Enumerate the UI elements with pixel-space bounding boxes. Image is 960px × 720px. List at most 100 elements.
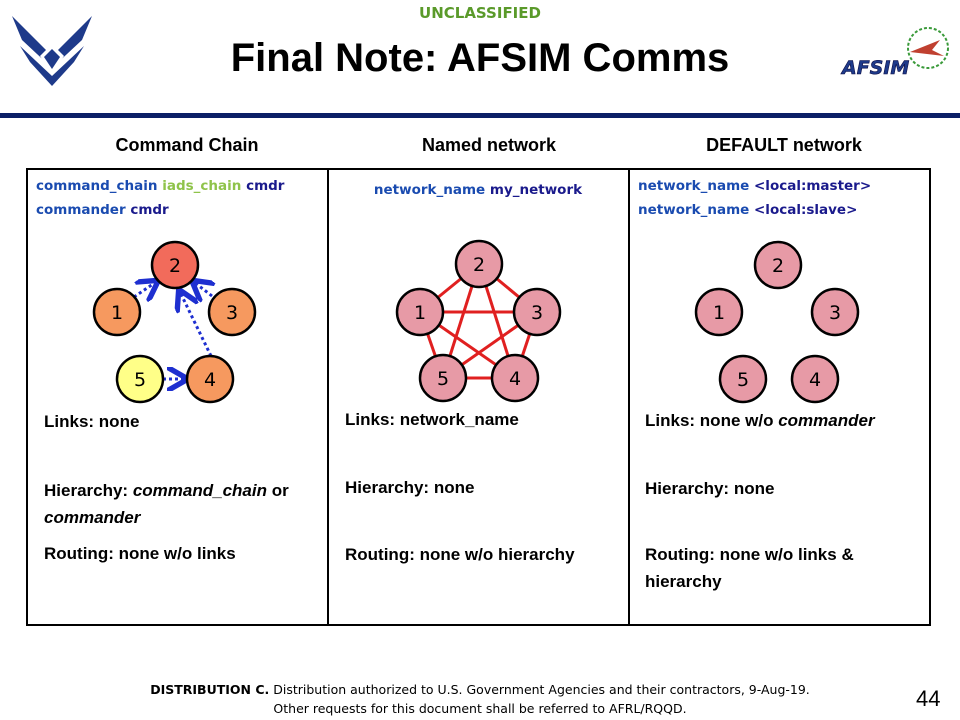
named-network-heading: Named network [421, 135, 557, 155]
named-network-routing: Routing: none w/o hierarchy [345, 541, 575, 568]
node-1 [694, 287, 744, 337]
node-label: 5 [737, 369, 749, 391]
code-value: <local:slave> [754, 202, 858, 218]
node-1 [395, 287, 445, 337]
node-2 [454, 239, 504, 289]
node-3 [207, 287, 257, 337]
distribution-text: Distribution authorized to U.S. Governme… [273, 682, 810, 697]
code-chain-name: iads_chain [162, 178, 242, 194]
distribution-label: DISTRIBUTION C. [150, 682, 270, 697]
code-value: cmdr [130, 202, 169, 218]
links-value: none w/o [699, 411, 774, 430]
node-label: 1 [713, 302, 725, 324]
hierarchy-value: none [733, 479, 775, 498]
classification-banner: UNCLASSIFIED [419, 4, 541, 22]
hierarchy-value: none [433, 478, 475, 497]
code-keyword: network_name [373, 182, 486, 198]
command-chain-hierarchy: Hierarchy: command_chain or commander [44, 477, 324, 531]
default-network-panel [628, 168, 931, 626]
default-network-code: network_name <local:master> network_name… [638, 174, 871, 222]
links-label: Links: [44, 412, 95, 431]
node-3 [810, 287, 860, 337]
code-line: network_name <local:master> [638, 174, 871, 198]
code-keyword: commander [36, 202, 126, 218]
hierarchy-label: Hierarchy: [44, 481, 129, 500]
hierarchy-value: commander [44, 508, 141, 527]
node-label: 4 [204, 369, 216, 391]
node-label: 3 [226, 302, 238, 324]
air-force-wings-logo [12, 16, 92, 92]
distribution-text-line2: Other requests for this document shall b… [273, 701, 687, 716]
routing-value-continued: hierarchy [645, 572, 722, 591]
routing-label: Routing: [345, 545, 415, 564]
named-network-node-labels: 2 1 3 5 4 [414, 254, 543, 390]
code-value: <local:master> [754, 178, 872, 194]
node-label: 3 [531, 302, 543, 324]
hierarchy-connector: or [271, 481, 289, 500]
node-label: 1 [414, 302, 426, 324]
routing-value: none w/o hierarchy [419, 545, 575, 564]
node-label: 3 [829, 302, 841, 324]
command-chain-nodes [92, 240, 257, 404]
code-keyword: network_name [638, 178, 750, 194]
node-label: 4 [809, 369, 821, 391]
named-network-links: Links: network_name [345, 406, 519, 433]
arrow-3-to-2 [194, 282, 212, 296]
code-line: network_name <local:slave> [638, 198, 871, 222]
code-keyword: command_chain [36, 178, 158, 194]
named-network-code: network_name my_network [330, 178, 626, 202]
hierarchy-label: Hierarchy: [645, 479, 730, 498]
named-network-nodes [395, 239, 562, 403]
default-network-node-labels: 2 1 3 5 4 [713, 255, 841, 391]
node-2 [753, 240, 803, 290]
node-label: 2 [169, 255, 181, 277]
routing-value: none w/o links & [719, 545, 854, 564]
node-4 [185, 354, 235, 404]
page-number: 44 [916, 686, 941, 711]
command-chain-node-labels: 2 1 3 5 4 [111, 255, 238, 391]
node-3 [512, 287, 562, 337]
default-network-heading: DEFAULT network [706, 135, 862, 155]
header-divider [0, 113, 960, 118]
arrow-1-to-2 [133, 282, 156, 297]
node-label: 2 [473, 254, 485, 276]
hierarchy-label: Hierarchy: [345, 478, 430, 497]
default-network-links: Links: none w/o commander [645, 407, 875, 434]
command-chain-heading: Command Chain [115, 135, 259, 155]
code-keyword: network_name [638, 202, 750, 218]
afsim-logo: AFSIM [840, 26, 958, 82]
afsim-logo-text: AFSIM [840, 57, 909, 79]
node-5 [115, 354, 165, 404]
code-value: cmdr [246, 178, 285, 194]
default-network-routing: Routing: none w/o links & hierarchy [645, 541, 925, 595]
default-network-hierarchy: Hierarchy: none [645, 475, 774, 502]
arrow-4-to-2 [180, 292, 213, 357]
default-network-nodes [694, 240, 860, 404]
node-1 [92, 287, 142, 337]
node-label: 5 [437, 368, 449, 390]
distribution-statement: DISTRIBUTION C. Distribution authorized … [0, 680, 960, 718]
command-chain-code: command_chain iads_chain cmdr commander … [36, 174, 284, 222]
named-network-hierarchy: Hierarchy: none [345, 474, 474, 501]
command-chain-links: Links: none [44, 408, 139, 435]
node-label: 1 [111, 302, 123, 324]
command-chain-arrows [133, 282, 213, 379]
links-value: network_name [399, 410, 519, 429]
links-value: none [98, 412, 140, 431]
links-value-italic: commander [778, 411, 875, 430]
slide-title: Final Note: AFSIM Comms [230, 36, 730, 80]
code-line: commander cmdr [36, 198, 284, 222]
routing-label: Routing: [645, 545, 715, 564]
hierarchy-value: command_chain [132, 481, 267, 500]
code-value: my_network [489, 182, 583, 198]
routing-value: none w/o links [118, 544, 236, 563]
node-label: 2 [772, 255, 784, 277]
node-4 [790, 354, 840, 404]
node-label: 4 [509, 368, 521, 390]
node-4 [490, 353, 540, 403]
routing-label: Routing: [44, 544, 114, 563]
node-label: 5 [134, 369, 146, 391]
links-label: Links: [645, 411, 696, 430]
node-2 [150, 240, 200, 290]
